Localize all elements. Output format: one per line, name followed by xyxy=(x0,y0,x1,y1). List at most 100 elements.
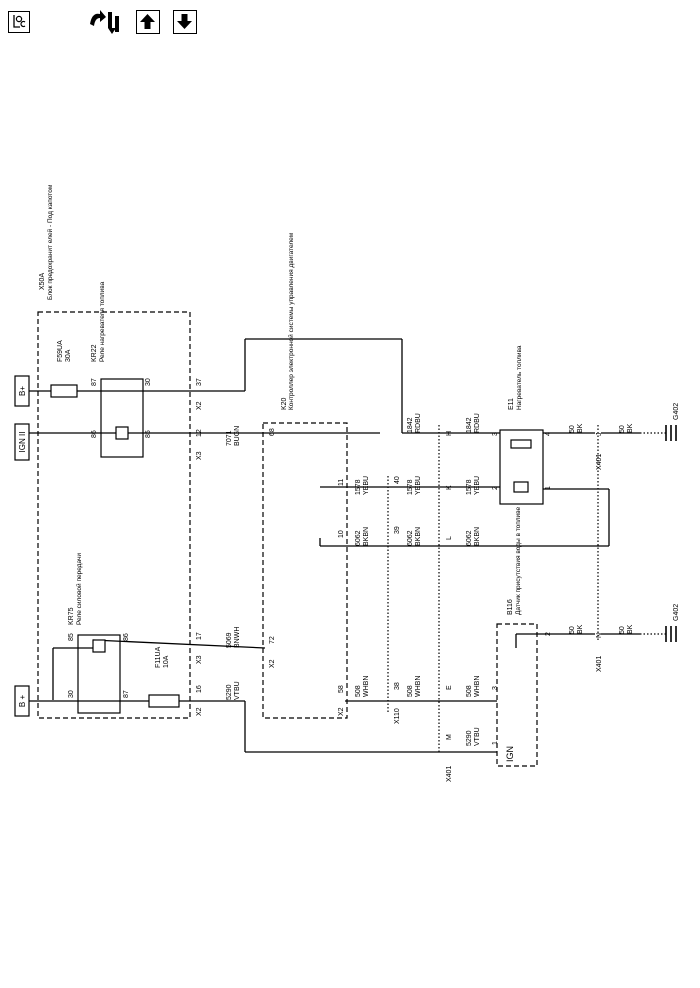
wire-508-a: 508 xyxy=(355,685,362,697)
pin-11: 11 xyxy=(338,479,345,486)
conn-x401-bottom: X401 xyxy=(596,656,603,672)
wire-5069-color: BNWH xyxy=(234,627,241,648)
wire-50-a: 50 xyxy=(569,425,576,433)
pin-e: E xyxy=(446,685,453,690)
wire-508-a-color: WHBN xyxy=(363,676,370,697)
wire-508-c: 508 xyxy=(466,685,473,697)
wire-5290: 5290 xyxy=(226,684,233,700)
pin-86-kr75: 86 xyxy=(123,633,130,641)
relay-kr75-name: Реле силовой передачи xyxy=(75,553,83,625)
fuse-block-id: X50A xyxy=(39,273,46,290)
wire-1842-a-color: RDBU xyxy=(415,413,422,433)
ign-label: IGN xyxy=(505,746,515,762)
pin-86-kr22: 86 xyxy=(91,430,98,438)
wire-5290-b-color: VTBU xyxy=(474,727,481,746)
wire-1842-b: 1842 xyxy=(466,417,473,433)
wire-5290-color: VTBU xyxy=(234,681,241,700)
wires xyxy=(29,338,640,753)
conn-x2-ecm-bottom: X2 xyxy=(338,707,345,716)
heater-id: E11 xyxy=(508,398,515,410)
wire-6062-c: 6062 xyxy=(466,530,473,546)
wire-508-b: 508 xyxy=(407,685,414,697)
pin-68: 68 xyxy=(269,428,276,436)
wire-50-a-color: BK xyxy=(577,423,584,433)
pin-17: 17 xyxy=(196,632,203,640)
ecm-id: K20 xyxy=(281,397,288,410)
conn-x2-ecm: X2 xyxy=(269,659,276,668)
relay-kr22-outline xyxy=(100,378,144,458)
pin-j: J xyxy=(596,433,603,437)
wire-1578-a-color: YEBU xyxy=(363,476,370,495)
connector-view-icon[interactable] xyxy=(86,8,126,36)
conn-x3-bottom: X3 xyxy=(196,655,203,664)
arrow-down-icon[interactable] xyxy=(173,10,197,34)
fuse-f11ua-label: F11UA xyxy=(155,646,162,668)
wire-50-c-color: BK xyxy=(627,423,634,433)
heater-thermistor xyxy=(513,481,529,493)
wire-1578-b-color: YEBU xyxy=(415,476,422,495)
wire-6062-c-color: BKBN xyxy=(474,527,481,546)
wire-50-b-color: BK xyxy=(577,624,584,634)
pin-87-kr22: 87 xyxy=(91,378,98,386)
relay-kr75-coil xyxy=(92,639,106,653)
wire-50-d: 50 xyxy=(619,626,626,634)
wire-508-b-color: WHBN xyxy=(415,676,422,697)
wire-6062-b: 6062 xyxy=(407,530,414,546)
fuse-block-name: Блок предохранит елей - Под капотом xyxy=(46,184,54,300)
conn-x401-left: X401 xyxy=(446,766,453,782)
ecm-name: Контроллер электронной системы управлени… xyxy=(287,232,295,410)
pin-39: 39 xyxy=(394,526,401,534)
wire-50-d-color: BK xyxy=(627,624,634,634)
relay-kr22-name: Реле нагревателя топлива xyxy=(99,281,106,362)
pin-m: M xyxy=(446,734,453,740)
wire-50-b: 50 xyxy=(569,626,576,634)
pin-12: 12 xyxy=(196,429,203,437)
heater-element xyxy=(510,439,532,449)
pin-k: K xyxy=(446,485,453,490)
conn-x3-top: X3 xyxy=(196,451,203,460)
wire-7071-color: BUGN xyxy=(234,426,241,446)
heater-name: Нагреватель топлива xyxy=(516,345,523,410)
supply-ign2: IGN II xyxy=(18,432,27,453)
sensor-id: B116 xyxy=(507,599,514,615)
pin-30-kr75: 30 xyxy=(68,690,75,698)
pin-85-kr75: 85 xyxy=(68,633,75,641)
wire-1578-c-color: YEBU xyxy=(474,476,481,495)
pin-37: 37 xyxy=(196,378,203,386)
sensor-name: Датчик присутствия воды в топливе xyxy=(515,506,522,615)
wire-6062-a: 6062 xyxy=(355,530,362,546)
fuse-f11ua-rating: 10A xyxy=(163,655,170,668)
pin-2-heater: 2 xyxy=(492,486,499,490)
pin-h: H xyxy=(446,431,453,436)
fuse-f11ua xyxy=(148,694,180,708)
pin-87-kr75: 87 xyxy=(123,690,130,698)
pin-n: N xyxy=(596,633,603,638)
connector-dotted-lines xyxy=(387,425,666,752)
relay-kr22-coil xyxy=(115,426,129,440)
pin-40: 40 xyxy=(394,476,401,484)
pin-l: L xyxy=(446,536,453,540)
relay-kr22-id: KR22 xyxy=(91,344,98,362)
sensor-outline xyxy=(496,623,538,767)
toolbar xyxy=(0,0,700,40)
pin-3-heater: 3 xyxy=(492,432,499,436)
locator-icon[interactable] xyxy=(8,11,30,33)
ecm-outline xyxy=(262,422,348,719)
conn-x2-bottom: X2 xyxy=(196,707,203,716)
conn-x401-top: X401 xyxy=(596,454,603,470)
pin-1-heater: 1 xyxy=(545,486,552,490)
wire-50-c: 50 xyxy=(619,425,626,433)
wire-6062-a-color: BKBN xyxy=(363,527,370,546)
pin-1-sensor: 1 xyxy=(492,741,499,745)
pin-4-heater: 4 xyxy=(545,432,552,436)
pin-38: 38 xyxy=(394,682,401,690)
ground-g402-bottom: G402 xyxy=(673,604,680,621)
fuse-f59ua-rating: 30A xyxy=(65,349,72,362)
arrow-up-icon[interactable] xyxy=(136,10,160,34)
pin-58: 58 xyxy=(338,685,345,693)
supply-box-ign2 xyxy=(14,423,30,461)
pin-10: 10 xyxy=(338,530,345,538)
wire-1578-b: 1578 xyxy=(407,479,414,495)
pin-16: 16 xyxy=(196,685,203,693)
